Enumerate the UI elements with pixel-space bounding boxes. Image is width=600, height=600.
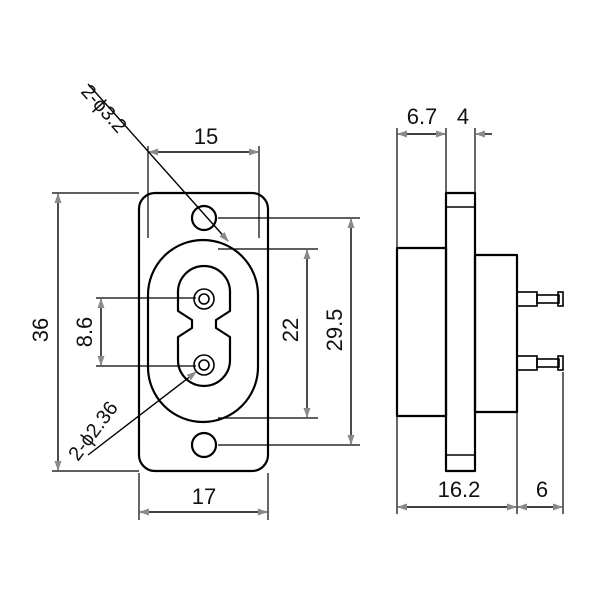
upper-contact-pin <box>193 288 215 310</box>
top-mounting-hole <box>190 204 218 232</box>
dim-hole-pitch-label: 29.5 <box>322 309 347 352</box>
upper-terminal <box>516 291 564 307</box>
bottom-mounting-hole <box>190 431 218 459</box>
dim-width-top-label: 15 <box>194 124 218 149</box>
rear-body-outline <box>473 253 519 414</box>
flange-outline <box>444 191 477 473</box>
socket-opening-outline <box>176 264 232 388</box>
lower-contact-pin <box>193 354 215 376</box>
dim-flange-thickness-label: 4 <box>457 104 469 129</box>
leader-mount-holes <box>87 83 229 242</box>
socket-housing-outline <box>146 238 260 424</box>
note-pin-holes-label: 2-ϕ2.36 <box>64 398 122 465</box>
note-mount-holes-label: 2-ϕ3.2 <box>76 81 130 138</box>
front-view: 15 17 36 8.6 22 29.5 2-ϕ3.2 2-ϕ2.36 <box>28 81 360 520</box>
dim-body-depth-label: 6.7 <box>407 104 438 129</box>
dim-overall-length-label: 16.2 <box>438 477 481 502</box>
dim-pin-length-label: 6 <box>536 477 548 502</box>
front-body-outline <box>395 246 448 418</box>
side-view: 6.7 4 16.2 6 <box>395 104 564 514</box>
dim-height-overall-label: 36 <box>28 318 53 342</box>
dim-width-bottom-label: 17 <box>192 484 216 509</box>
dim-inner-height-label: 22 <box>278 318 303 342</box>
leader-pin-holes <box>87 371 197 456</box>
mounting-plate-outline <box>137 191 270 473</box>
lower-terminal <box>516 355 564 371</box>
dim-pin-pitch-label: 8.6 <box>72 317 97 348</box>
